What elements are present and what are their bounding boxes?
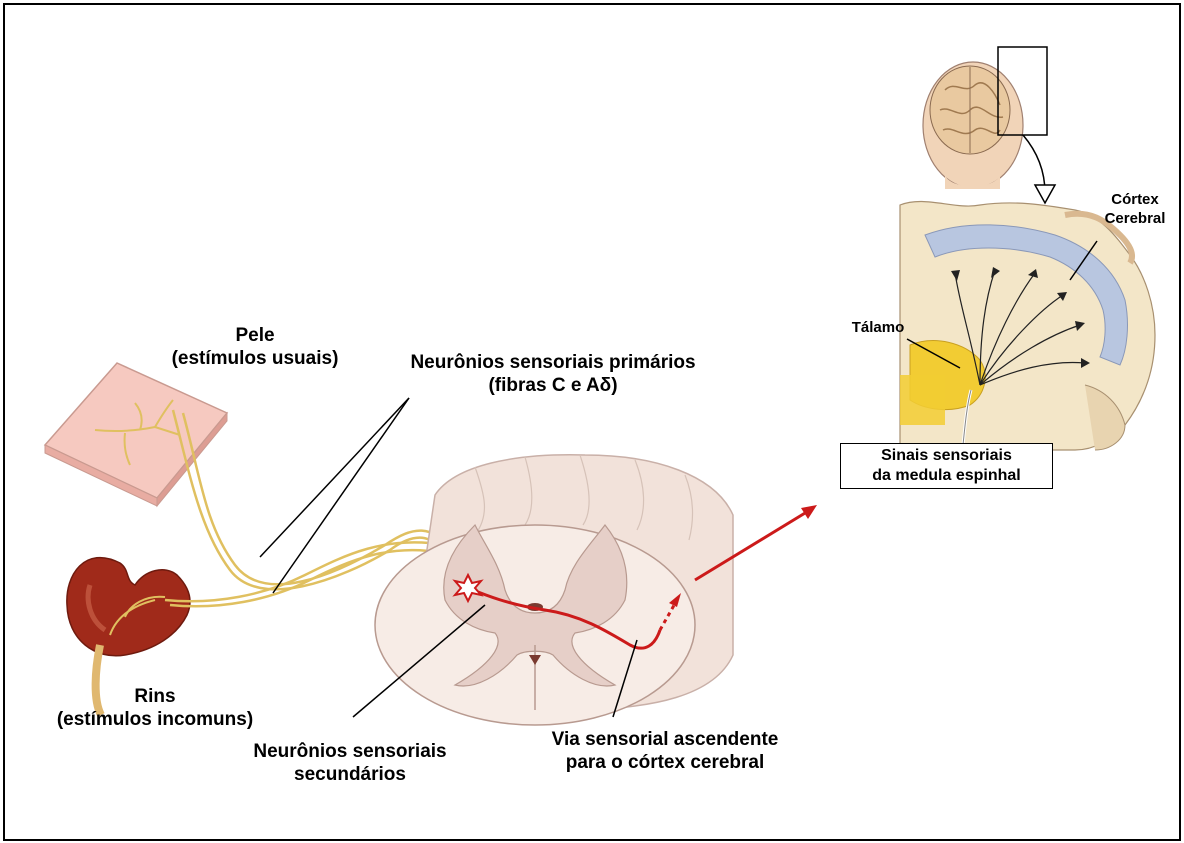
label-ascending-pathway: Via sensorial ascendente para o córtex c… — [515, 728, 815, 774]
label-cortex-line2: Cerebral — [1095, 209, 1175, 228]
label-secondary-sub: secundários — [210, 763, 490, 786]
brain-section — [900, 201, 1155, 450]
label-pele-title: Pele — [140, 324, 370, 347]
label-via-sub: para o córtex cerebral — [515, 751, 815, 774]
label-sinais-line2: da medula espinhal — [845, 466, 1048, 486]
label-secondary-neurons: Neurônios sensoriais secundários — [210, 740, 490, 786]
label-pele: Pele (estímulos usuais) — [140, 324, 370, 370]
primary-leader-lines — [260, 398, 409, 593]
label-talamo: Tálamo — [838, 318, 918, 337]
label-secondary-title: Neurônios sensoriais — [210, 740, 490, 763]
label-rins-title: Rins — [20, 685, 290, 708]
spinal-cord — [375, 455, 733, 725]
diagram-frame: Pele (estímulos usuais) Neurônios sensor… — [3, 3, 1181, 841]
label-cortex-line1: Córtex — [1095, 190, 1175, 209]
label-sinais-line1: Sinais sensoriais — [845, 446, 1048, 466]
label-rins-sub: (estímulos incomuns) — [20, 708, 290, 731]
label-cortex: Córtex Cerebral — [1095, 190, 1175, 228]
label-primary-title: Neurônios sensoriais primários — [373, 351, 733, 374]
label-rins: Rins (estímulos incomuns) — [20, 685, 290, 731]
label-primary-neurons: Neurônios sensoriais primários (fibras C… — [373, 351, 733, 397]
label-via-title: Via sensorial ascendente — [515, 728, 815, 751]
head-icon — [923, 47, 1055, 203]
label-pele-sub: (estímulos usuais) — [140, 347, 370, 370]
label-primary-sub: (fibras C e Aδ) — [373, 374, 733, 397]
label-spinal-signals-box: Sinais sensoriais da medula espinhal — [840, 443, 1053, 489]
